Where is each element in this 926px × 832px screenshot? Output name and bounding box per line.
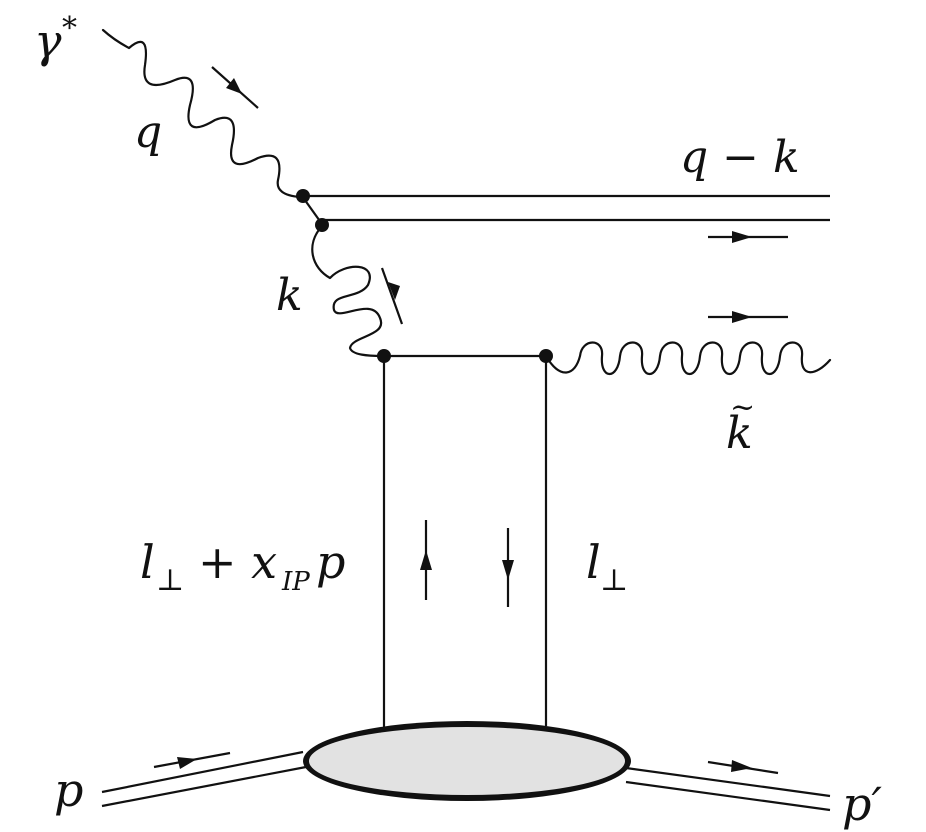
incoming-proton-upper bbox=[101, 750, 304, 794]
vertex-photon bbox=[296, 189, 310, 203]
gluon-momentum-arrow bbox=[380, 267, 404, 325]
outgoing-proton-lower bbox=[625, 780, 831, 812]
p-label: p bbox=[54, 763, 83, 817]
right-rung-sub: ⊥ bbox=[600, 563, 628, 598]
photon-line bbox=[101, 28, 302, 199]
outgoing-proton-upper bbox=[625, 766, 831, 798]
vertex-ladder-left bbox=[377, 349, 391, 363]
vertex-ladder-right bbox=[539, 349, 553, 363]
left-rung-p: p bbox=[316, 535, 345, 589]
photon-label: γ bbox=[34, 14, 62, 68]
vertex-quark bbox=[315, 218, 329, 232]
left-rung-label: l bbox=[140, 535, 155, 589]
incoming-proton-lower bbox=[101, 765, 307, 808]
left-rung-xsub: IP bbox=[281, 567, 310, 597]
k-tilde-label: k bbox=[726, 408, 753, 459]
photon-arrow-head bbox=[226, 78, 242, 94]
exchanged-gluon-line bbox=[311, 224, 386, 358]
down-arrow-head bbox=[502, 560, 514, 580]
right-rung-label: l bbox=[586, 535, 601, 589]
incoming-proton-arrow-head bbox=[177, 757, 197, 769]
k-label: k bbox=[276, 270, 303, 321]
left-rung-plus: + x bbox=[198, 535, 277, 589]
outgoing-gluon-line bbox=[544, 341, 832, 375]
photon-star: * bbox=[62, 11, 77, 46]
gluon-arrow-head bbox=[388, 282, 400, 300]
proton-blob-fill bbox=[309, 727, 625, 795]
q-minus-k-label: q − k bbox=[680, 132, 800, 183]
q-label: q bbox=[134, 107, 162, 158]
left-rung-sub: ⊥ bbox=[156, 563, 184, 598]
up-arrow-head bbox=[420, 550, 432, 570]
outgoing-proton-arrow-head bbox=[731, 760, 752, 772]
outgoing-gluon-arrow-head bbox=[732, 311, 752, 323]
outgoing-arrow-head bbox=[732, 231, 752, 243]
p-prime-label: p′ bbox=[842, 777, 882, 831]
k-tilde-accent: ~ bbox=[730, 390, 755, 425]
